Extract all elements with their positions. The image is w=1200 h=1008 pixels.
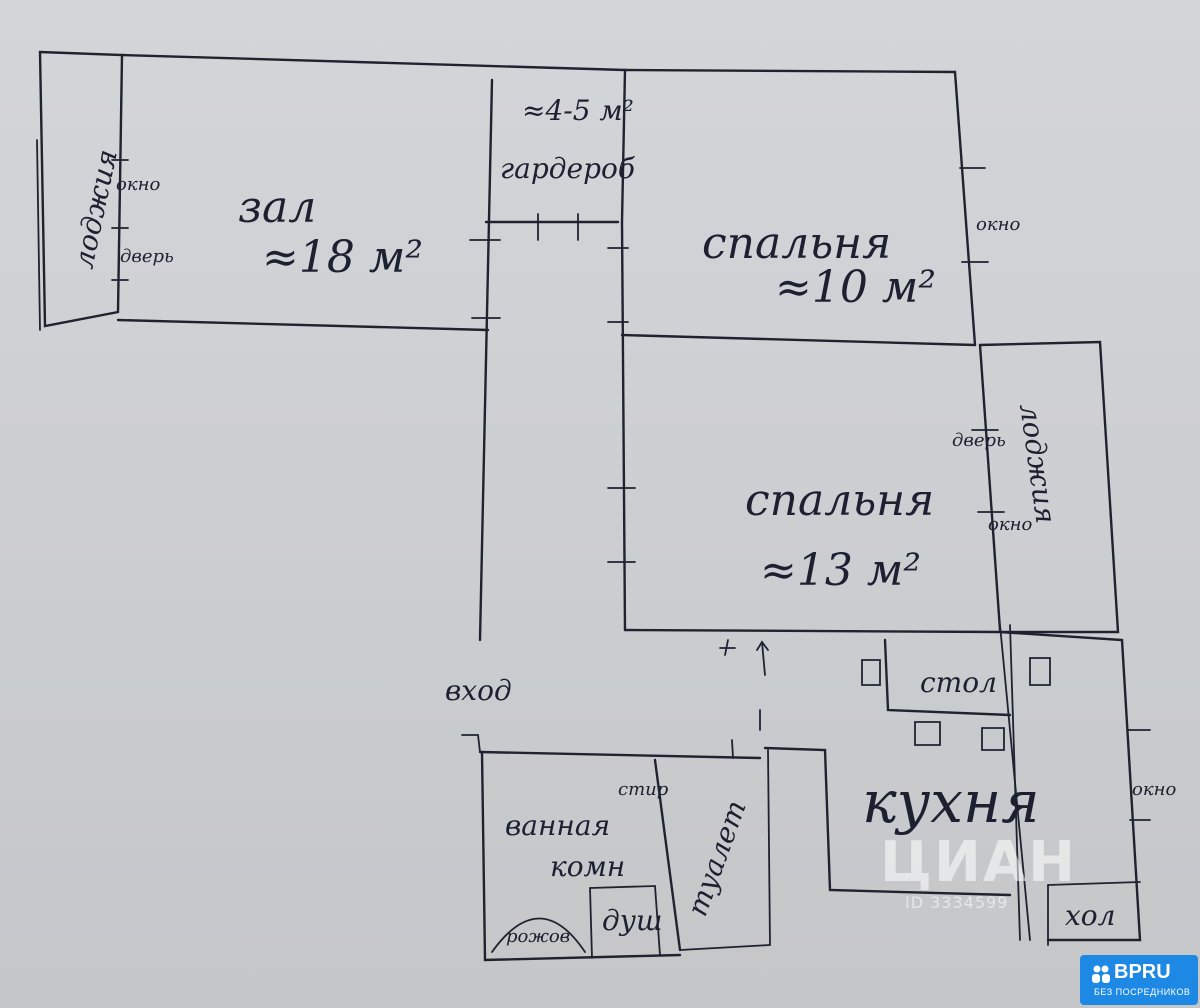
- hall-room: [111, 53, 627, 642]
- bathroom-block: [461, 639, 771, 962]
- wardrobe-room: [469, 68, 627, 319]
- wardrobe-name: гардероб: [500, 152, 636, 185]
- entrance-label: вход: [445, 674, 512, 707]
- door-left-label: дверь: [120, 246, 174, 267]
- bath-name2: комн: [550, 850, 625, 883]
- badge-subtitle: БЕЗ ПОСРЕДНИКОВ: [1094, 987, 1191, 997]
- badge-title: BPRU: [1114, 961, 1171, 983]
- toilet-label: туалет: [681, 796, 753, 920]
- window-loggia-label: окно: [988, 514, 1032, 535]
- loggia-right-label: лоджия: [1013, 401, 1062, 525]
- bedroom2-name: спальня: [745, 475, 934, 526]
- window-kitchen-label: окно: [1132, 779, 1176, 800]
- hall-area: ≈18 м²: [262, 232, 423, 283]
- bedroom2-room: [607, 343, 1005, 634]
- bedroom2-area: ≈13 м²: [760, 545, 921, 596]
- loggia-left-label: лоджия: [67, 146, 124, 271]
- cian-watermark-id: ID 3334599: [905, 893, 1009, 912]
- table-label: стол: [920, 666, 997, 699]
- kitchen-name: кухня: [862, 768, 1040, 836]
- people-icon: [1092, 965, 1110, 983]
- bpru-badge[interactable]: BPRU БЕЗ ПОСРЕДНИКОВ: [1080, 955, 1198, 1005]
- cian-watermark: ЦИАН: [880, 830, 1078, 895]
- bedroom1-area: ≈10 м²: [775, 262, 936, 313]
- fridge-label: хол: [1065, 899, 1115, 932]
- kitchen-room: [763, 624, 1151, 946]
- window-bedroom1-label: окно: [976, 214, 1020, 235]
- bedroom1-name: спальня: [702, 218, 891, 269]
- wardrobe-area: ≈4-5 м²: [522, 94, 634, 127]
- loggia-left: [36, 50, 124, 331]
- bath-name: ванная: [505, 809, 610, 842]
- shower-label: душ: [602, 904, 663, 937]
- window-left-label: окно: [116, 174, 160, 195]
- loggia-right: [978, 340, 1120, 634]
- door-loggia-label: дверь: [952, 430, 1006, 451]
- hall-name: зал: [238, 182, 316, 233]
- sink-label: рожов: [506, 926, 570, 947]
- washer-label: стир: [618, 779, 669, 800]
